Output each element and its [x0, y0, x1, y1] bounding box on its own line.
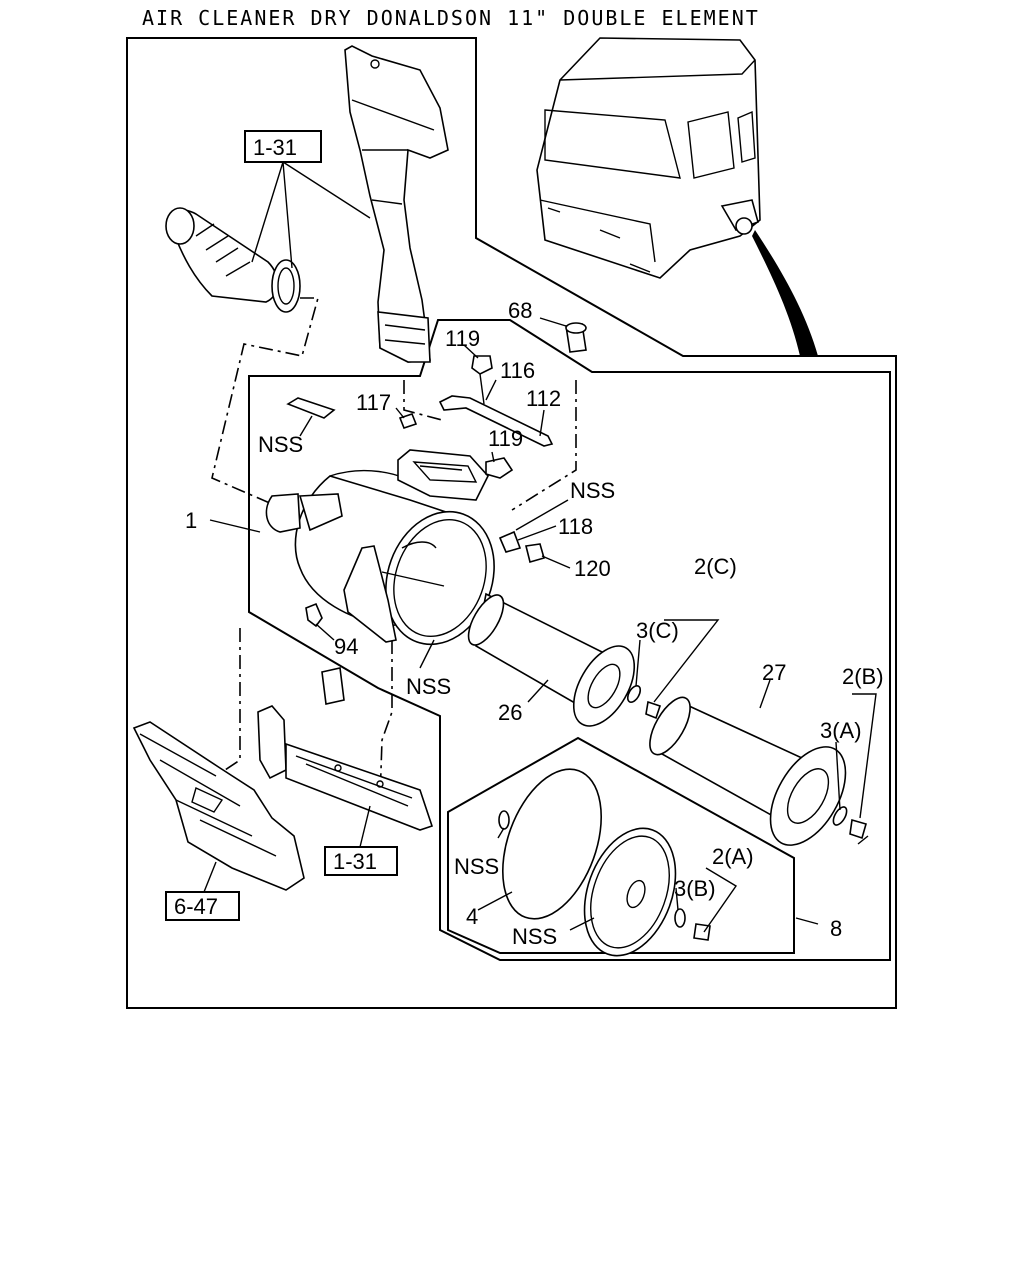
leader-intake — [251, 161, 371, 269]
callout-nss-cover[interactable]: NSS — [512, 924, 557, 949]
callout-26[interactable]: 26 — [498, 700, 522, 725]
ref-box-fender[interactable] — [165, 891, 240, 921]
callout-nss-band[interactable]: NSS — [406, 674, 451, 699]
callout-119-mid[interactable]: 119 — [488, 426, 523, 451]
callout-112[interactable]: 112 — [526, 386, 561, 411]
callout-3c[interactable]: 3(C) — [636, 618, 679, 643]
page-title: AIR CLEANER DRY DONALDSON 11" DOUBLE ELE… — [142, 6, 760, 30]
callout-8[interactable]: 8 — [830, 916, 842, 941]
assembly-frame — [248, 319, 891, 961]
callout-94[interactable]: 94 — [334, 634, 358, 659]
ref-box-frame[interactable] — [324, 846, 398, 876]
routing-line-c — [511, 380, 577, 511]
callout-2a[interactable]: 2(A) — [712, 844, 754, 869]
cover-kit — [498, 768, 711, 957]
callout-117[interactable]: 117 — [356, 390, 391, 415]
routing-line-b — [403, 380, 443, 421]
ref-label-intake[interactable]: 1-31 — [253, 135, 297, 160]
callout-3b[interactable]: 3(B) — [674, 876, 716, 901]
leader-fender — [203, 861, 217, 893]
fender-panel — [132, 721, 305, 891]
callout-nss-right[interactable]: NSS — [570, 478, 615, 503]
callout-119-top[interactable]: 119 — [445, 326, 480, 351]
ref-label-fender[interactable]: 6-47 — [174, 894, 218, 919]
callout-3a[interactable]: 3(A) — [820, 718, 862, 743]
intake-hose — [165, 207, 301, 313]
callout-2c[interactable]: 2(C) — [694, 554, 737, 579]
callout-116[interactable]: 116 — [500, 358, 535, 383]
cover-kit-frame — [447, 736, 795, 954]
outer-frame — [126, 37, 897, 1009]
ref-label-frame[interactable]: 1-31 — [333, 849, 377, 874]
routing-line-d — [221, 628, 241, 773]
inlet-box — [397, 449, 489, 501]
callout-27[interactable]: 27 — [762, 660, 786, 685]
frame-bracket — [257, 667, 434, 831]
callout-4[interactable]: 4 — [466, 904, 478, 929]
decal-pad — [286, 397, 336, 419]
callout-nss-washer[interactable]: NSS — [454, 854, 499, 879]
cab-illustration — [536, 37, 818, 356]
primary-filter-element — [467, 592, 662, 727]
intake-snorkel — [344, 45, 449, 363]
leader-frame — [359, 805, 371, 848]
callout-1[interactable]: 1 — [185, 508, 197, 533]
safety-filter-element — [649, 696, 867, 846]
callout-nss-pad[interactable]: NSS — [258, 432, 303, 457]
callout-2b[interactable]: 2(B) — [842, 664, 884, 689]
callout-118[interactable]: 118 — [558, 514, 593, 539]
callout-68[interactable]: 68 — [508, 298, 532, 323]
callout-120[interactable]: 120 — [574, 556, 611, 581]
rod-and-bolts — [398, 322, 587, 563]
leader-lines — [209, 317, 877, 933]
routing-line-e — [379, 640, 393, 801]
